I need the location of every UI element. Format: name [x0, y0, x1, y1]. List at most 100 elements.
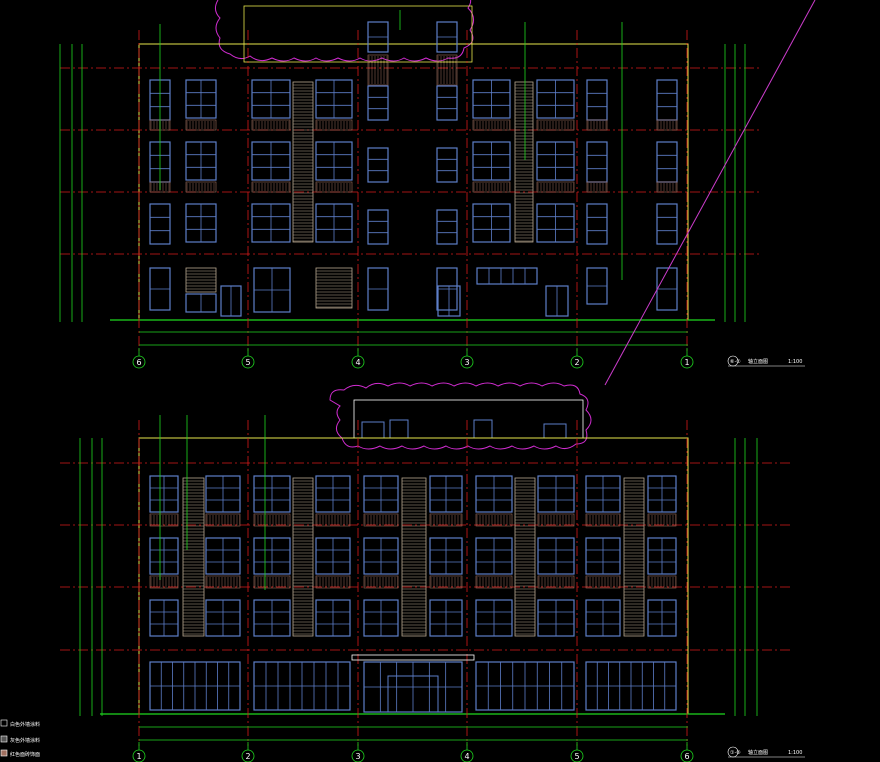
window — [367, 21, 389, 53]
revision-leader-line — [604, 0, 816, 386]
axis-bubble: 5 — [570, 742, 584, 762]
axis-bubble-circle — [460, 749, 474, 762]
axis-bubble: 2 — [241, 742, 255, 762]
brick-band-frame — [185, 119, 217, 131]
window — [149, 599, 179, 637]
window — [363, 599, 399, 637]
brick-band — [367, 54, 389, 86]
brick-band — [429, 575, 463, 589]
axis-bubble-label: 4 — [355, 358, 360, 367]
brick-band — [585, 513, 621, 527]
window — [585, 661, 677, 711]
brick-band-frame — [586, 181, 608, 193]
brick-band-frame — [251, 119, 291, 131]
brick-band — [537, 513, 575, 527]
window — [536, 203, 575, 243]
top-caption: ⑥-① 轴立面图 1:100 — [727, 355, 805, 367]
window — [253, 599, 291, 637]
window — [436, 147, 458, 183]
brick-band — [586, 119, 608, 131]
window-frame — [656, 203, 678, 245]
brick-band — [149, 575, 179, 589]
window — [253, 267, 291, 313]
window — [149, 203, 171, 245]
axis-bubble-circle — [241, 355, 255, 369]
window — [149, 661, 241, 711]
window — [647, 475, 677, 513]
brick-band — [647, 575, 677, 589]
window — [205, 537, 241, 575]
axis-bubble-circle — [570, 749, 584, 762]
window — [475, 661, 575, 711]
axis-bubble: 3 — [351, 742, 365, 762]
window — [315, 79, 353, 119]
brick-band — [536, 181, 575, 193]
top-floor-lines — [60, 67, 760, 255]
bottom-leaders — [159, 415, 266, 590]
window — [536, 141, 575, 181]
window — [586, 267, 608, 305]
axis-bubble-circle — [132, 749, 146, 762]
window — [537, 475, 575, 513]
window — [367, 267, 389, 311]
brick-band — [475, 513, 513, 527]
axis-bubble-label: 4 — [464, 752, 469, 761]
window — [436, 21, 458, 53]
window — [149, 475, 179, 513]
axis-bubble-label: 6 — [684, 752, 689, 761]
louver-frame — [514, 477, 536, 637]
brick-band — [475, 575, 513, 589]
legend: 白色外墙涂料 灰色外墙涂料 红色面砖饰面 — [0, 719, 40, 758]
louver-frame — [182, 477, 205, 637]
window — [475, 537, 513, 575]
axis-bubble-circle — [460, 355, 474, 369]
axis-bubble: 1 — [680, 348, 694, 369]
brick-band — [656, 119, 678, 131]
axis-bubble-circle — [680, 749, 694, 762]
brick-band — [251, 181, 291, 193]
axis-bubble-label: 3 — [355, 752, 360, 761]
louver-frame — [292, 81, 314, 243]
window — [429, 599, 463, 637]
bottom-dimensions — [79, 438, 758, 741]
bottom-caption: ①-⑥ 轴立面图 1:100 — [727, 746, 805, 758]
window-frame — [436, 85, 458, 121]
legend-item-3: 红色面砖饰面 — [10, 751, 40, 758]
window — [367, 209, 389, 245]
main-entrance-door — [387, 675, 439, 713]
window — [647, 599, 677, 637]
louver-frame — [514, 81, 534, 243]
window — [545, 285, 569, 317]
window-frame — [476, 267, 538, 285]
window — [315, 599, 351, 637]
brick-band — [436, 54, 458, 86]
brick-band-frame — [472, 119, 511, 131]
louver-panel — [315, 267, 353, 309]
brick-band — [251, 119, 291, 131]
brick-band-frame — [656, 181, 678, 193]
window — [472, 141, 511, 181]
axis-bubble: 6 — [132, 348, 146, 369]
bottom-caption-scale: 1:100 — [788, 750, 802, 756]
brick-band-frame — [586, 119, 608, 131]
axis-bubble-circle — [241, 749, 255, 762]
window — [585, 475, 621, 513]
louver-panel — [514, 81, 534, 243]
window — [585, 537, 621, 575]
window — [585, 599, 621, 637]
bottom-axis-lines — [138, 420, 688, 746]
window-frame — [367, 147, 389, 183]
axis-bubble-circle — [570, 355, 584, 369]
window — [253, 475, 291, 513]
brick-band — [253, 513, 291, 527]
top-caption-scale: 1:100 — [788, 359, 802, 365]
window — [429, 537, 463, 575]
window — [363, 661, 463, 713]
axis-bubble-label: 2 — [245, 752, 250, 761]
window — [220, 285, 242, 317]
window-frame — [586, 203, 608, 245]
brick-band — [205, 575, 241, 589]
axis-bubble-label: 1 — [684, 358, 689, 367]
axis-bubble: 5 — [241, 348, 255, 369]
